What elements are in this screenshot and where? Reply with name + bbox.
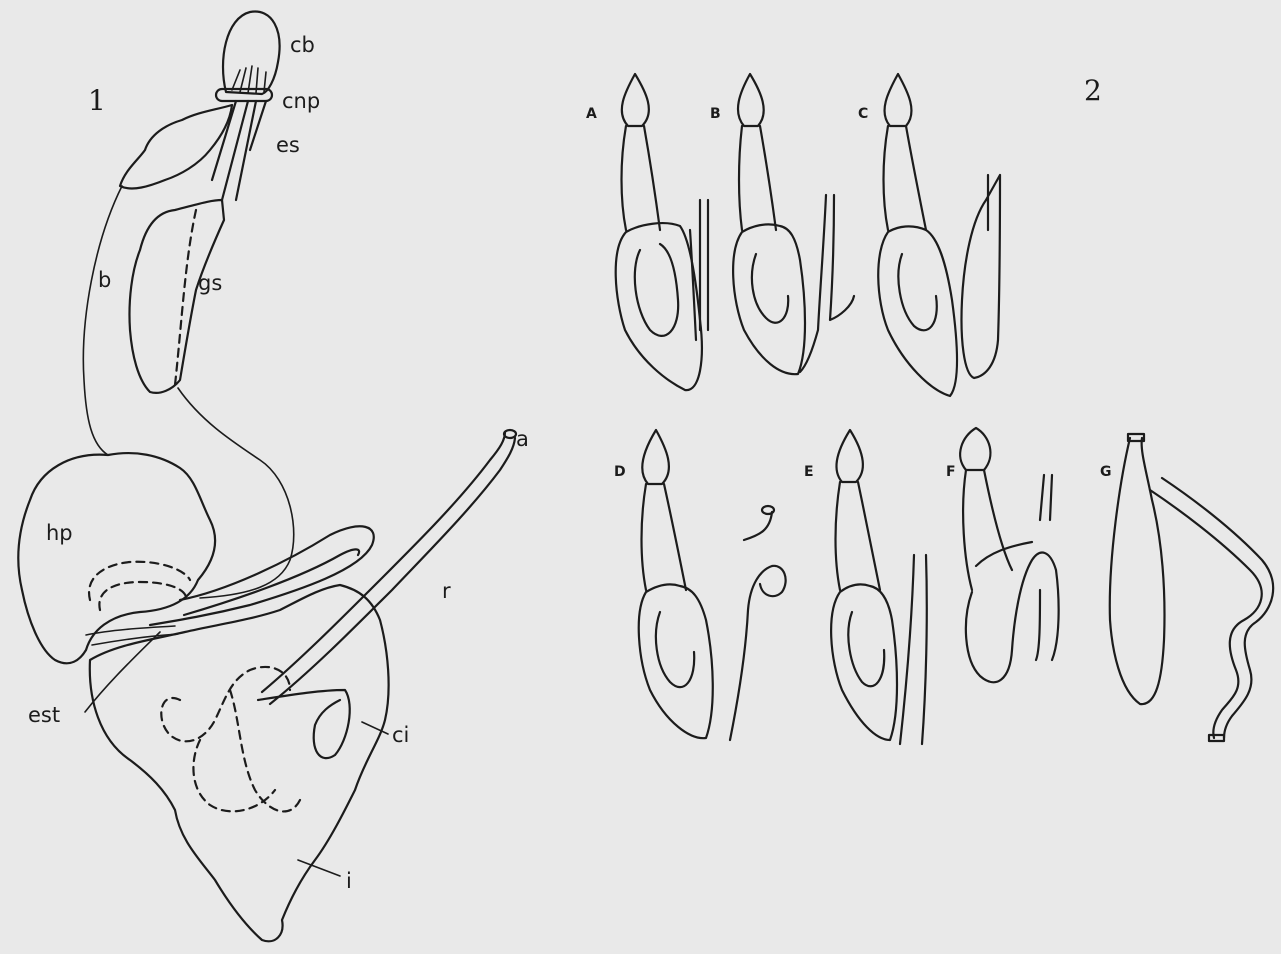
stage-e-label: E xyxy=(804,464,814,480)
stage-c-intestine xyxy=(962,175,1001,378)
label-cb: cb xyxy=(290,33,315,57)
oesophagus xyxy=(212,101,266,200)
crop-outline xyxy=(83,186,122,455)
salivary-gland-upper xyxy=(120,105,232,188)
stage-e-buccal xyxy=(837,430,863,482)
stage-f-label: F xyxy=(946,464,956,480)
stage-b-loop xyxy=(733,224,805,374)
label-i: i xyxy=(346,869,352,893)
stage-e-intestine xyxy=(900,555,927,744)
stage-a-body xyxy=(622,126,661,230)
stage-e-diagram: E xyxy=(804,430,927,744)
stage-d-buccal xyxy=(642,430,669,484)
label-ci: ci xyxy=(392,723,409,747)
stage-e-loop xyxy=(831,584,897,740)
stage-g-anus xyxy=(1209,735,1224,741)
stage-b-body xyxy=(739,126,776,230)
stage-f-buccal xyxy=(960,428,990,470)
panel-1-number: 1 xyxy=(88,84,106,117)
stage-g-body xyxy=(1110,438,1165,704)
label-est: est xyxy=(28,703,60,727)
label-r: r xyxy=(442,579,451,603)
leader-lines xyxy=(85,632,388,876)
stage-d-body xyxy=(642,484,687,590)
stage-a-intestine xyxy=(690,200,708,340)
stage-b-intestine xyxy=(800,195,854,372)
panel-2-intestinal-stages: 2 A B C D xyxy=(586,74,1273,744)
label-cnp: cnp xyxy=(282,89,320,113)
stage-f-diagram: F xyxy=(946,428,1059,682)
stage-f-body xyxy=(963,470,1012,590)
intestine-dashed-coils xyxy=(161,667,300,812)
label-b: b xyxy=(98,268,111,292)
stage-c-diagram: C xyxy=(858,74,1000,396)
stage-a-loop xyxy=(616,223,702,390)
caecum xyxy=(258,690,350,758)
stage-c-loop xyxy=(878,226,957,396)
stage-c-buccal xyxy=(885,74,912,126)
crop-outline-inner xyxy=(178,388,294,598)
stage-g-diagram: G xyxy=(1100,434,1273,741)
stage-a-diagram: A xyxy=(586,74,708,390)
stage-a-label: A xyxy=(586,106,597,122)
salivary-duct xyxy=(175,210,196,385)
intestine-upper-loop xyxy=(150,526,374,625)
stage-c-body xyxy=(884,126,927,230)
panel-1-digestive-tract: 1 cb cnp xyxy=(18,12,529,942)
stage-e-body xyxy=(836,482,881,590)
stage-b-diagram: B xyxy=(710,74,854,374)
stage-d-label: D xyxy=(614,464,626,480)
buccal-mass xyxy=(223,12,280,94)
label-gs: gs xyxy=(198,271,222,295)
stage-b-label: B xyxy=(710,106,721,122)
panel-2-number: 2 xyxy=(1084,74,1102,107)
stage-d-intestine xyxy=(730,512,786,740)
stage-d-diagram: D xyxy=(614,430,786,740)
stage-f-loop xyxy=(966,553,1059,683)
stage-g-label: G xyxy=(1100,464,1112,480)
label-a: a xyxy=(516,427,529,451)
stage-b-buccal xyxy=(738,74,764,126)
stage-a-buccal xyxy=(622,74,649,126)
stage-d-anus xyxy=(762,506,774,514)
stage-g-intestine xyxy=(1150,478,1273,738)
label-es: es xyxy=(276,133,300,157)
label-hp: hp xyxy=(46,521,73,545)
stage-c-label: C xyxy=(858,106,868,122)
stage-d-loop xyxy=(639,584,713,738)
